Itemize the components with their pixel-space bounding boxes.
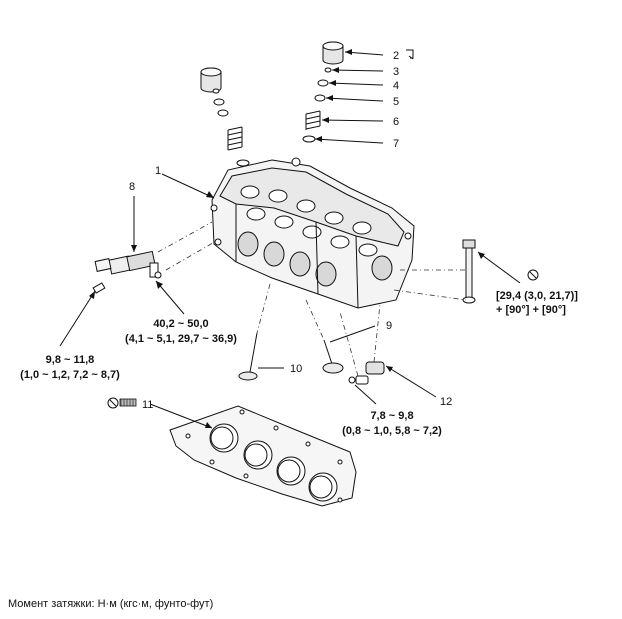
bolt-torque-line2: + [90°] + [90°] [496, 304, 566, 316]
callout-4: 4 [393, 80, 399, 92]
leader-11 [149, 403, 213, 429]
callout-12: 12 [440, 396, 452, 408]
torque-specs: [29,4 (3,0, 21,7)] + [90°] + [90°] 40,2 … [20, 290, 578, 437]
assembly-lines-valves [256, 283, 325, 341]
callout-9: 9 [386, 320, 392, 332]
oil-control-valve [94, 250, 162, 279]
ocv-torque-line1: 40,2 ~ 50,0 [153, 318, 208, 330]
oil-can-icon [107, 397, 137, 409]
callout-8: 8 [129, 181, 135, 193]
callout-10: 10 [290, 363, 302, 375]
callout-7: 7 [393, 138, 399, 150]
leader-bolt [477, 251, 521, 284]
leader-valves [258, 325, 376, 369]
callout-labels: 1 2 3 4 5 6 7 8 9 10 11 12 [129, 50, 452, 411]
head-bolt [462, 239, 476, 304]
prohibition-circle-icon [527, 269, 539, 281]
clip-icon [406, 49, 414, 60]
leader-lines-upper [161, 51, 384, 199]
cylinder-head [210, 157, 415, 309]
sensor-torque-line1: 7,8 ~ 9,8 [370, 410, 413, 422]
valve-stack-right [302, 41, 344, 143]
bolt-torque-line1: [29,4 (3,0, 21,7)] [496, 290, 578, 302]
arrowheads [206, 49, 352, 198]
ocv-bolt-torque-line1: 9,8 ~ 11,8 [46, 354, 95, 366]
leader-12 [385, 365, 437, 398]
valve-stack-left [200, 67, 250, 167]
assembly-lines-sensor [339, 303, 381, 377]
temperature-sensor [348, 361, 385, 385]
assembly-lines-bolt [393, 269, 467, 301]
callout-11: 11 [142, 399, 153, 411]
sensor-torque-line2: (0,8 ~ 1,0, 5,8 ~ 7,2) [342, 425, 442, 437]
ocv-torque-line2: (4,1 ~ 5,1, 29,7 ~ 36,9) [125, 333, 237, 345]
callout-6: 6 [393, 116, 399, 128]
callout-2: 2 [393, 50, 399, 62]
callout-3: 3 [393, 66, 399, 78]
callout-1: 1 [155, 165, 161, 177]
leader-sensor-torque [354, 384, 377, 405]
assembly-lines-ocv [157, 221, 219, 271]
cylinder-head-gasket [169, 405, 357, 507]
leader-ocv-torque [59, 280, 185, 347]
intake-valve [238, 332, 258, 381]
ocv-bolt-torque-line2: (1,0 ~ 1,2, 7,2 ~ 8,7) [20, 369, 120, 381]
ocv-bolt [92, 282, 106, 294]
torque-units-caption: Момент затяжки: Н·м (кгс·м, фунто-фут) [8, 598, 214, 610]
exhaust-valve [322, 339, 344, 374]
callout-5: 5 [393, 96, 399, 108]
